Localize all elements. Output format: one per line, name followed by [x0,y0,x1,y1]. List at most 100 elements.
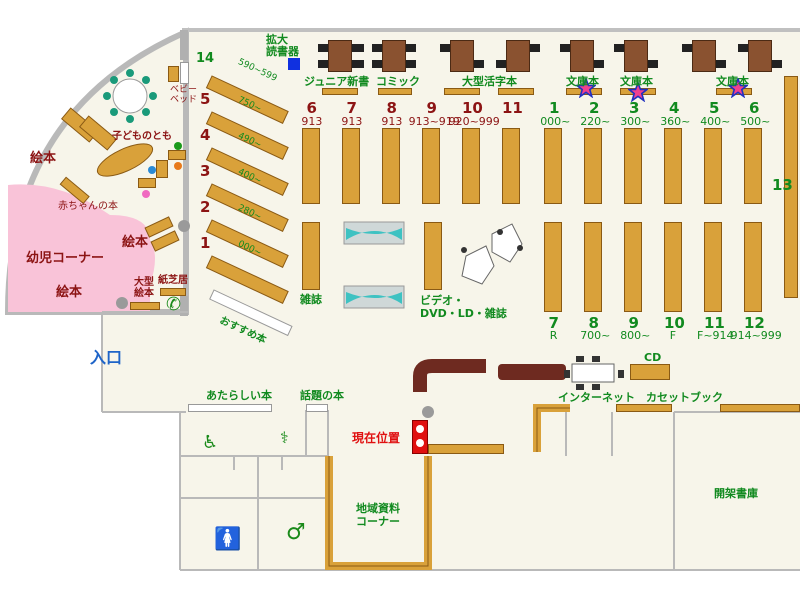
label-new-books: あたらしい本 [206,389,272,402]
svg-text:🚺: 🚺 [214,526,241,552]
shelf-big-picture [130,302,160,310]
shelf-magazine [302,222,320,290]
label-diag-num-5: 5 [200,90,211,108]
label-green-code-9: 800~ [620,329,651,342]
star-icon-bunko-3 [728,78,748,98]
label-diag-num-3: 3 [200,162,211,180]
star-icon-bunko-2 [628,82,648,102]
label-green-num-2: 2 [589,99,600,117]
label-green-num-10: 10 [664,314,685,332]
label-green-code-8: 700~ [580,329,611,342]
phone-icon: ✆ [166,294,182,315]
shelf-green-4 [664,128,682,204]
shelf-cd [630,364,670,380]
label-entrance: 入口 [90,348,123,367]
label-open-stacks: 開架書庫 [714,487,758,500]
current-position-marker [412,420,428,454]
shelf-red-7 [342,128,360,204]
shelf-current [428,444,504,454]
label-green-code-11: F~914 [697,329,734,342]
label-green-num-9: 9 [628,314,639,332]
shelf-kids-c [138,178,156,188]
shelf-junior [322,88,358,95]
shelf-green-10 [664,222,682,312]
shelf-green-2 [584,128,602,204]
label-red-num-8: 8 [386,99,397,117]
label-ehon-2: 絵本 [122,235,149,250]
svg-text:♿: ♿ [202,432,218,453]
shelf-large-print-2 [498,88,534,95]
men-restroom-icon: ♂ [286,520,306,545]
label-green-code-10: F [669,329,677,342]
label-green-code-7: R [549,329,558,342]
label-local-materials: 地域資料 コーナー [356,502,400,529]
label-green-num-11: 11 [704,314,725,332]
label-bunko-1: 文庫本 [566,75,599,88]
label-green-code-3: 300~ [620,115,651,128]
label-red-code-9: 913~919 [408,115,460,128]
shelf-video [424,222,442,290]
label-red-num-11: 11 [502,99,523,117]
shelf-green-12 [744,222,762,312]
baby-bed [180,62,189,84]
label-green-code-6: 500~ [740,115,771,128]
shelf-green-1 [544,128,562,204]
label-cassette-book: カセットブック [646,391,723,404]
shelf-large-print [444,88,480,95]
label-green-num-6: 6 [749,99,760,117]
magnifier-reader-box [288,58,300,70]
label-num-13: 13 [772,176,793,194]
label-green-num-3: 3 [629,99,640,117]
label-akachan: 赤ちゃんの本 [58,201,118,212]
floor-lower [180,404,800,570]
label-junior: ジュニア新書 [304,75,370,88]
star-icon-bunko-1 [576,78,596,98]
label-yoji-corner: 幼児コーナー [26,251,105,266]
label-green-num-7: 7 [548,314,559,332]
shelf-green-5 [704,128,722,204]
label-green-code-12: 914~999 [730,329,782,342]
label-green-code-1: 000~ [540,115,571,128]
label-red-num-10: 10 [462,99,483,117]
label-red-code-6: 913 [301,115,323,128]
label-green-code-2: 220~ [580,115,611,128]
shelf-cassette [616,404,672,412]
label-topic-books: 話題の本 [300,389,344,402]
shelf-kids-a [168,150,186,160]
shelf-green-6 [744,128,762,204]
shelf-green-9 [624,222,642,312]
label-red-code-10: 920~999 [448,115,500,128]
shelf-green-8 [584,222,602,312]
label-green-num-1: 1 [549,99,560,117]
label-internet: インターネット [558,391,635,404]
label-baby-bed: ベビー ベッド [170,85,198,105]
label-video: ビデオ・ DVD・LD・雑誌 [420,294,507,321]
shelf-new-books [188,404,272,412]
label-bunko-2: 文庫本 [620,75,653,88]
shelf-red-9 [422,128,440,204]
shelf-open-stacks-top [720,404,800,412]
label-kodomo-no-tomo: 子どものとも [112,131,172,142]
label-cd: CD [644,351,662,364]
label-bunko-3: 文庫本 [716,75,749,88]
shelf-green-7 [544,222,562,312]
label-diag-num-4: 4 [200,126,211,144]
label-num-14: 14 [196,51,215,66]
shelf-kids-b [156,160,168,178]
label-green-num-12: 12 [744,314,765,332]
label-large-print-books: 大型活字本 [462,75,517,88]
label-red-code-7: 913 [341,115,363,128]
shelf-baby [168,66,179,82]
label-diag-num-1: 1 [200,234,211,252]
label-ogata-ehon: 大型 絵本 [134,277,154,299]
shelf-red-8 [382,128,400,204]
label-ehon-1: 絵本 [30,151,57,166]
shelf-comic [378,88,412,95]
shelf-red-6 [302,128,320,204]
label-green-num-8: 8 [588,314,599,332]
label-current-position: 現在位置 [352,431,401,445]
label-red-code-8: 913 [381,115,403,128]
label-magnifier-reader: 拡大 読書器 [266,33,299,58]
floor-main [186,32,800,404]
